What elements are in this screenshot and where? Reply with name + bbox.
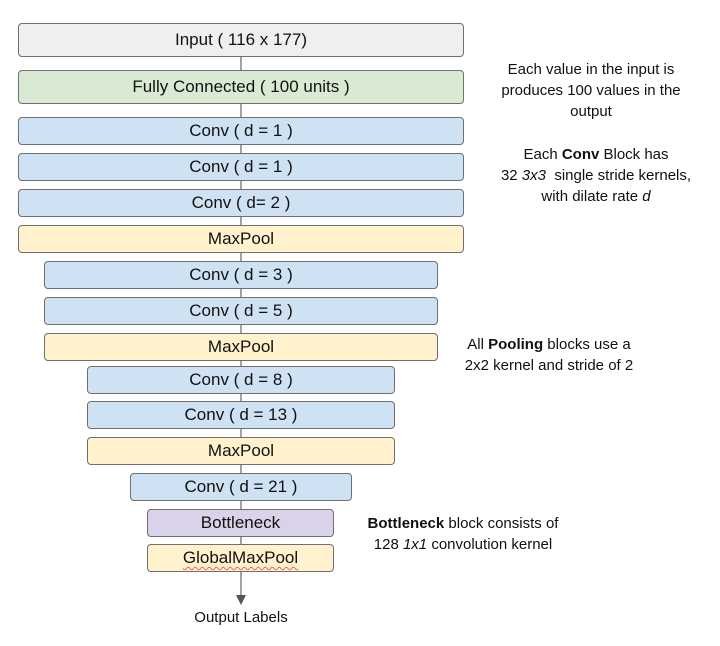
bottleneck-note-text: 128 bbox=[373, 536, 403, 553]
globalmaxpool-block: GlobalMaxPool bbox=[147, 544, 334, 572]
fc-note-line-2: produces 100 values in the bbox=[501, 82, 681, 99]
bottleneck-note-italic: 1x1 bbox=[402, 536, 428, 553]
conv-block-2: Conv ( d = 1 ) bbox=[18, 153, 464, 181]
bottleneck-note-text: convolution kernel bbox=[427, 536, 553, 553]
arrow-head bbox=[236, 595, 246, 605]
conv-block-5: Conv ( d = 5 ) bbox=[44, 297, 438, 325]
conv-block-6: Conv ( d = 8 ) bbox=[87, 366, 395, 394]
conv-block-5-label: Conv ( d = 5 ) bbox=[189, 301, 293, 320]
bottleneck-note-bold: Bottleneck bbox=[367, 515, 445, 532]
conv-block-7: Conv ( d = 13 ) bbox=[87, 401, 395, 429]
maxpool-block-3-label: MaxPool bbox=[207, 441, 275, 460]
maxpool-block-3: MaxPool bbox=[87, 437, 395, 465]
conv-note-text: with dilate rate bbox=[541, 188, 643, 205]
pool-note-line-2: 2x2 kernel and stride of 2 bbox=[464, 357, 634, 374]
bottleneck-note: Bottleneck block consists of 128 1x1 con… bbox=[346, 513, 580, 555]
maxpool-block-2: MaxPool bbox=[44, 333, 438, 361]
conv-note-line-2: 32 3x3 single stride kernels, bbox=[473, 165, 719, 186]
conv-note-text: single stride kernels, bbox=[545, 167, 692, 184]
pool-note-text: All bbox=[467, 336, 489, 353]
pool-note: All Pooling blocks use a 2x2 kernel and … bbox=[438, 334, 660, 376]
conv-note-bold: Conv bbox=[561, 146, 600, 163]
conv-block-7-label: Conv ( d = 13 ) bbox=[184, 405, 298, 424]
pool-note-text: blocks use a bbox=[543, 336, 631, 353]
conv-note-italic: d bbox=[642, 188, 651, 205]
maxpool-block-1: MaxPool bbox=[18, 225, 464, 253]
fc-note: Each value in the input is produces 100 … bbox=[473, 59, 709, 122]
conv-note-text: Block has bbox=[599, 146, 669, 163]
conv-block-2-label: Conv ( d = 1 ) bbox=[189, 157, 293, 176]
maxpool-block-1-label: MaxPool bbox=[207, 229, 275, 248]
conv-note-line-3: with dilate rate d bbox=[473, 186, 719, 207]
conv-block-6-label: Conv ( d = 8 ) bbox=[189, 370, 293, 389]
input-block-label: Input ( 116 x 177) bbox=[175, 30, 307, 49]
fully-connected-label: Fully Connected ( 100 units ) bbox=[132, 77, 350, 96]
conv-note-line-1: Each Conv Block has bbox=[473, 144, 719, 165]
conv-block-8: Conv ( d = 21 ) bbox=[130, 473, 352, 501]
conv-block-4: Conv ( d = 3 ) bbox=[44, 261, 438, 289]
fully-connected-block: Fully Connected ( 100 units ) bbox=[18, 70, 464, 104]
pool-note-line-1: All Pooling blocks use a bbox=[438, 334, 660, 355]
globalmaxpool-label: GlobalMaxPool bbox=[182, 548, 299, 567]
bottleneck-note-line-2: 128 1x1 convolution kernel bbox=[346, 534, 580, 555]
bottleneck-note-text: block consists of bbox=[444, 515, 559, 532]
conv-block-3-label: Conv ( d= 2 ) bbox=[191, 193, 291, 212]
conv-note-text: Each bbox=[523, 146, 562, 163]
conv-note: Each Conv Block has 32 3x3 single stride… bbox=[473, 144, 719, 207]
input-block: Input ( 116 x 177) bbox=[18, 23, 464, 57]
conv-block-8-label: Conv ( d = 21 ) bbox=[184, 477, 298, 496]
bottleneck-block: Bottleneck bbox=[147, 509, 334, 537]
bottleneck-note-line-1: Bottleneck block consists of bbox=[346, 513, 580, 534]
conv-block-4-label: Conv ( d = 3 ) bbox=[189, 265, 293, 284]
conv-block-3: Conv ( d= 2 ) bbox=[18, 189, 464, 217]
fc-note-line-3: output bbox=[570, 103, 612, 120]
bottleneck-label: Bottleneck bbox=[200, 513, 281, 532]
conv-note-italic: 3x3 bbox=[521, 167, 546, 184]
pool-note-bold: Pooling bbox=[488, 336, 544, 353]
conv-block-1: Conv ( d = 1 ) bbox=[18, 117, 464, 145]
conv-block-1-label: Conv ( d = 1 ) bbox=[189, 121, 293, 140]
conv-note-text: 32 bbox=[500, 167, 522, 184]
fc-note-line-1: Each value in the input is bbox=[507, 61, 675, 78]
maxpool-block-2-label: MaxPool bbox=[207, 337, 275, 356]
output-labels-text: Output Labels bbox=[194, 609, 288, 626]
